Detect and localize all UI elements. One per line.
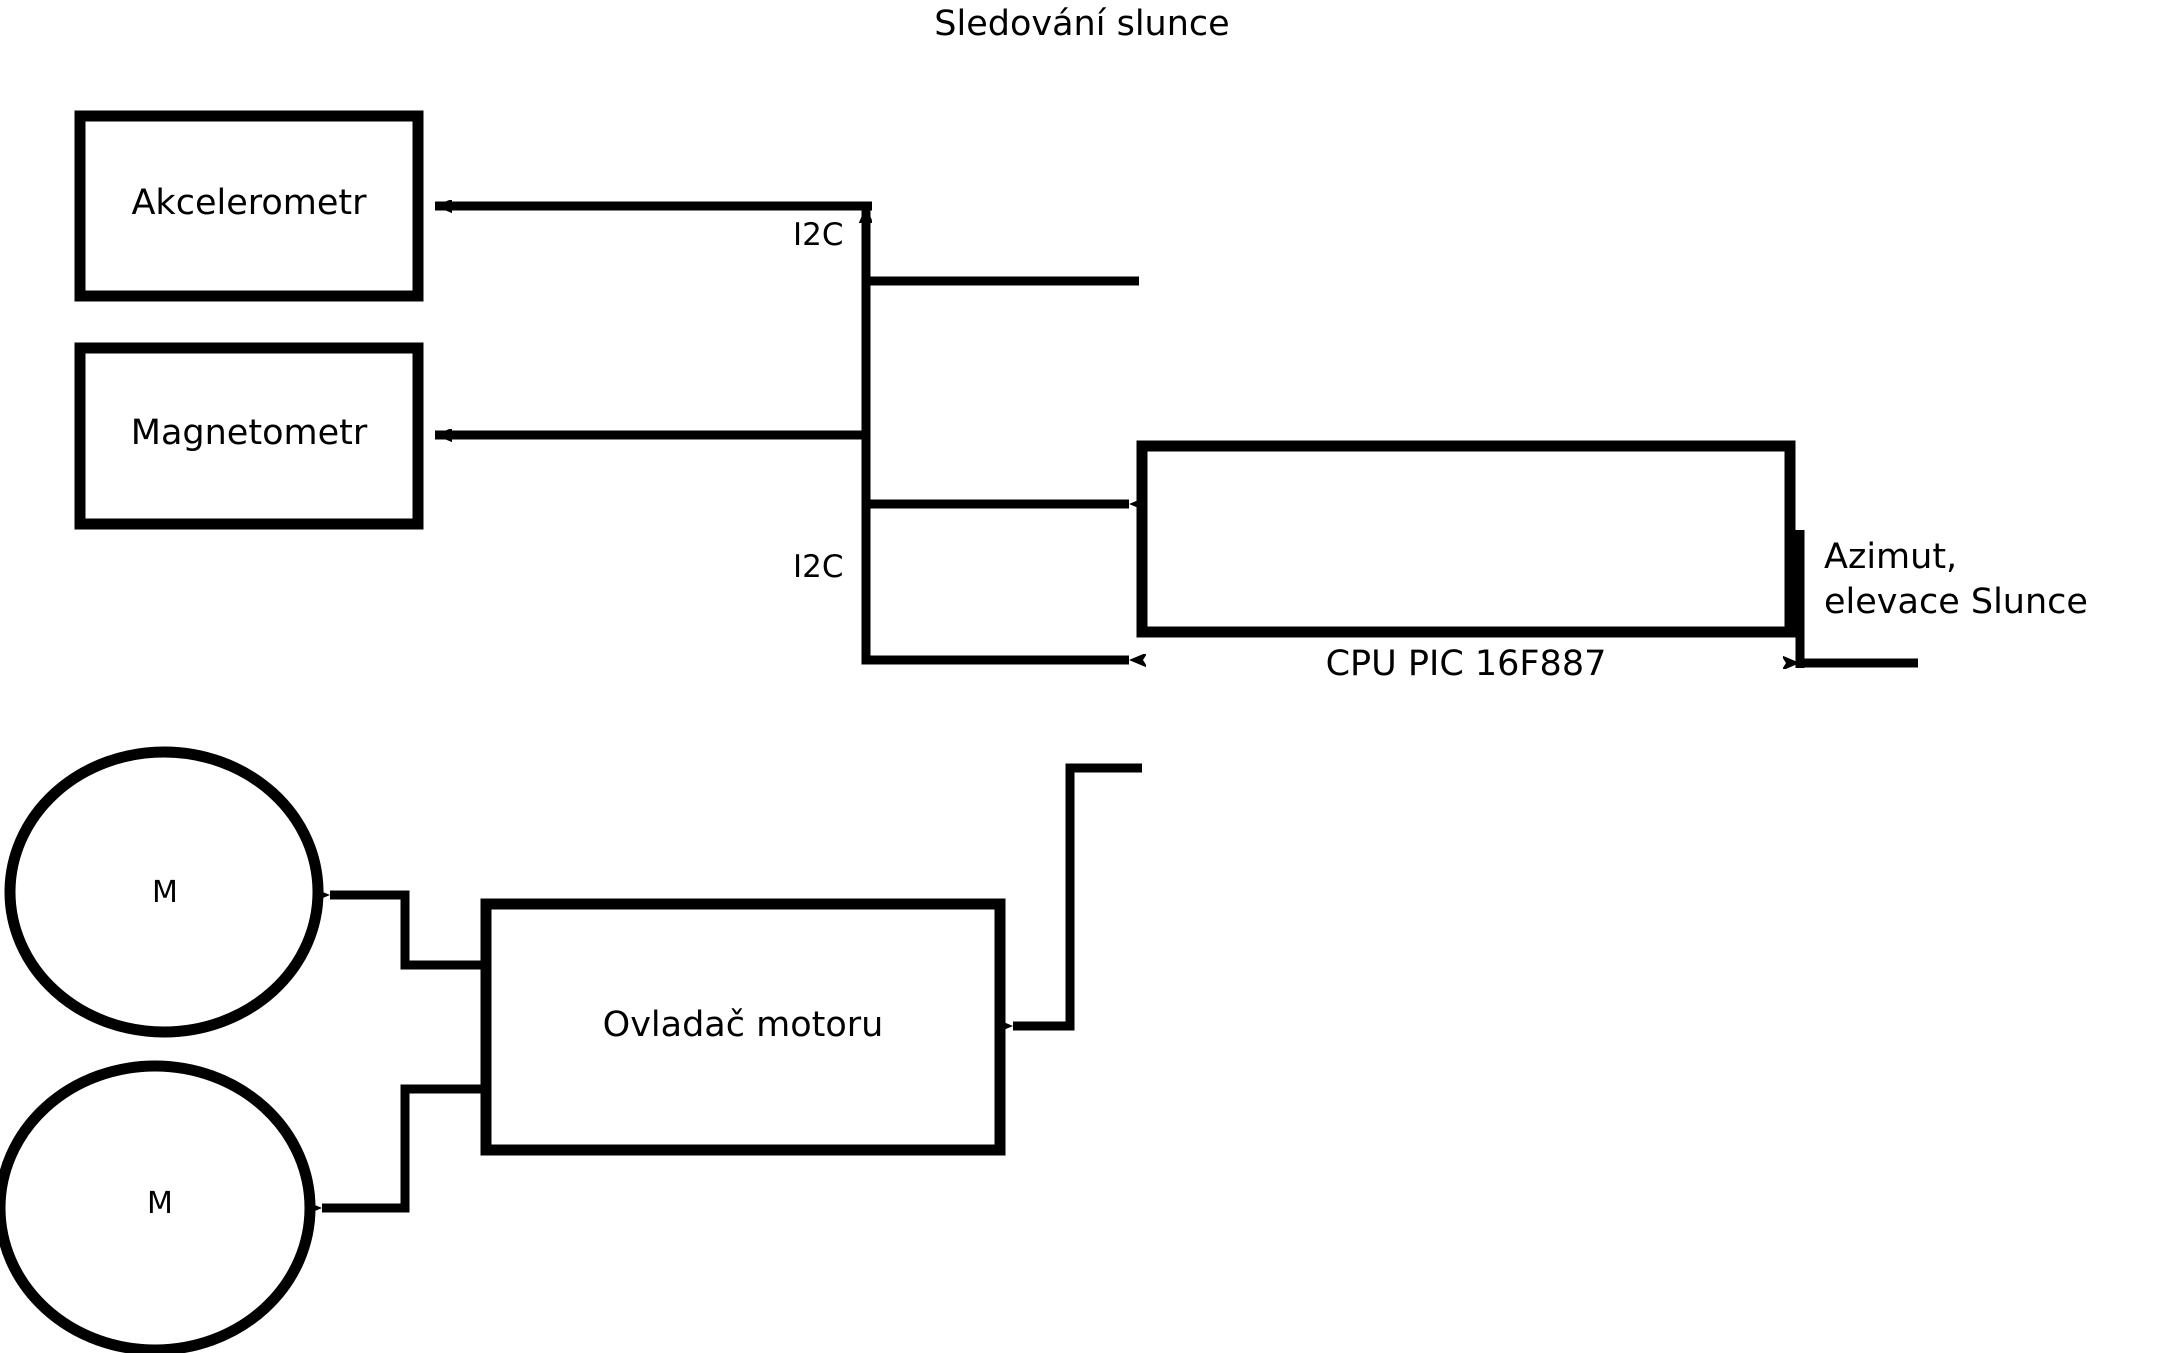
edge-cpu-to-akcelerometr (866, 206, 1139, 286)
node-motor1-ellipse (4, 746, 324, 1038)
node-cpu-box (1136, 440, 1796, 638)
node-akcelerometr-box (74, 110, 424, 302)
edge-magnetometr-to-cpu (861, 540, 1129, 660)
node-ovladac-box (480, 898, 1006, 1156)
edge-cpu-to-ovladac (1013, 763, 1142, 1026)
node-magnetometr-box (74, 342, 424, 530)
edge-ovladac-to-motor2 (322, 1084, 486, 1208)
edge-akcelerometr-to-cpu (861, 206, 1129, 504)
edge-cpu-to-magnetometr (435, 435, 871, 540)
edge-ovladac-to-motor1 (330, 895, 486, 970)
node-motor2-ellipse (0, 1060, 316, 1353)
